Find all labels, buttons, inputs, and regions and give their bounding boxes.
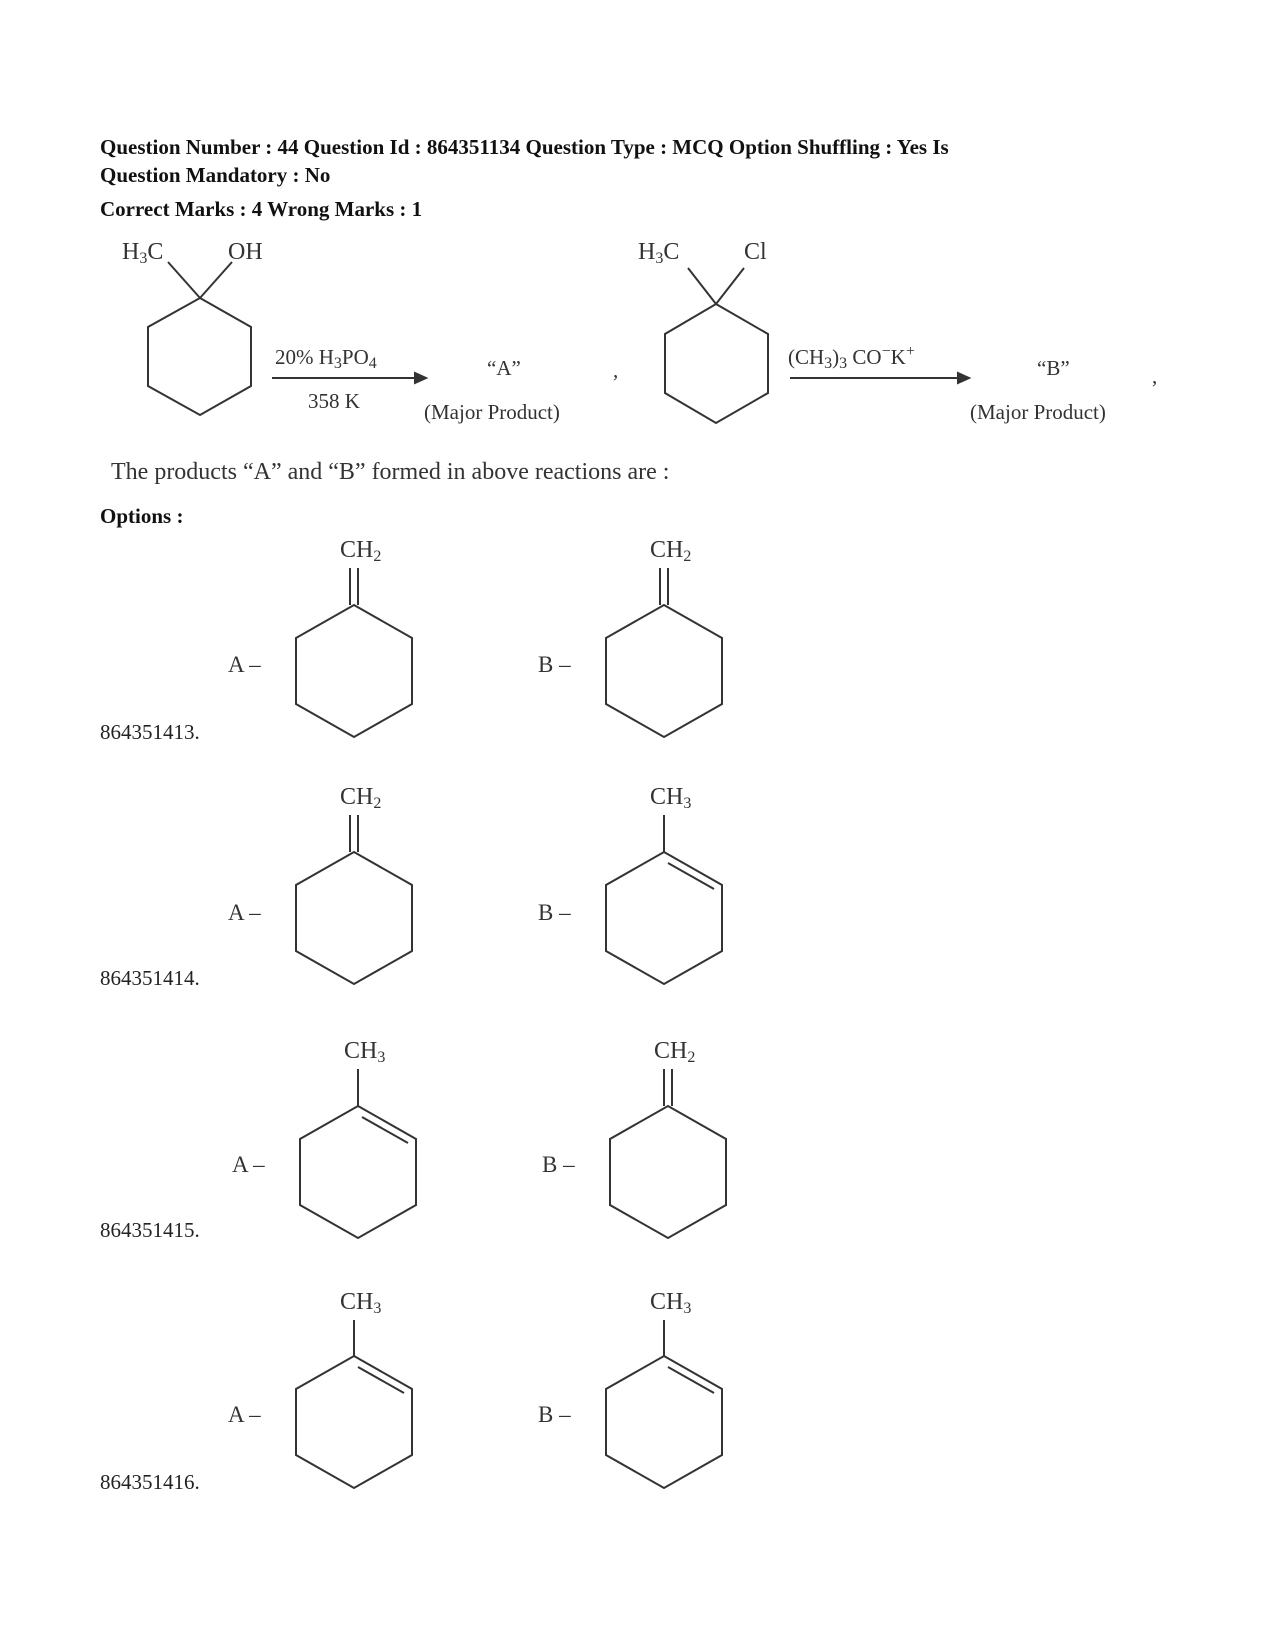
comma-1: , (613, 358, 619, 382)
product-b-note: (Major Product) (970, 400, 1106, 424)
option3-b-group: CH2 (654, 1038, 696, 1066)
option3-b-label: B – (542, 1152, 575, 1177)
options-label: Options : (100, 504, 184, 528)
option2-b-structure (605, 815, 723, 986)
product-b-label: “B” (1037, 356, 1070, 380)
reagent2-top: (CH3)3 CO−K+ (788, 343, 915, 372)
option3-b-structure (609, 1069, 727, 1240)
question-header-line1: Question Number : 44 Question Id : 86435… (100, 135, 949, 159)
reactant1-methyl-label: H3C (122, 239, 164, 267)
cyclohexane-ring-reactant2 (664, 267, 769, 425)
option2-a-label: A – (228, 900, 261, 925)
comma-2: , (1152, 364, 1158, 388)
option4-b-group: CH3 (650, 1289, 692, 1317)
option2-a-structure (295, 815, 413, 986)
reactant1-hydroxyl-label: OH (228, 239, 263, 265)
option1-b-structure (605, 568, 723, 739)
option2-b-group: CH3 (650, 784, 692, 812)
option4-a-group: CH3 (340, 1289, 382, 1317)
product-a-label: “A” (487, 356, 521, 380)
option3-a-label: A – (232, 1152, 265, 1177)
reagent1-top: 20% H3PO4 (275, 345, 377, 372)
option2-id[interactable]: 864351414. (100, 966, 200, 990)
option1-a-label: A – (228, 652, 261, 677)
reactant2-chloro-label: Cl (744, 239, 767, 265)
option1-b-label: B – (538, 652, 571, 677)
option1-a-structure (295, 568, 413, 739)
option3-a-structure (299, 1069, 417, 1240)
option4-a-structure (295, 1320, 413, 1490)
question-header-line2: Question Mandatory : No (100, 163, 331, 187)
reactant2-methyl-label: H3C (638, 239, 680, 267)
option3-a-group: CH3 (344, 1038, 386, 1066)
option4-b-structure (605, 1320, 723, 1490)
marks-line: Correct Marks : 4 Wrong Marks : 1 (100, 197, 423, 221)
product-a-note: (Major Product) (424, 400, 560, 424)
reaction-arrow-2 (790, 371, 972, 385)
question-text: The products “A” and “B” formed in above… (111, 459, 670, 485)
cyclohexane-ring-reactant1 (147, 261, 252, 417)
option4-id[interactable]: 864351416. (100, 1470, 200, 1494)
option1-b-group: CH2 (650, 537, 692, 565)
reagent1-bottom: 358 K (308, 389, 360, 413)
option2-a-group: CH2 (340, 784, 382, 812)
option3-id[interactable]: 864351415. (100, 1218, 200, 1242)
option2-b-label: B – (538, 900, 571, 925)
option4-a-label: A – (228, 1402, 261, 1427)
reaction-arrow-1 (272, 371, 429, 385)
option1-a-group: CH2 (340, 537, 382, 565)
option1-id[interactable]: 864351413. (100, 720, 200, 744)
option4-b-label: B – (538, 1402, 571, 1427)
